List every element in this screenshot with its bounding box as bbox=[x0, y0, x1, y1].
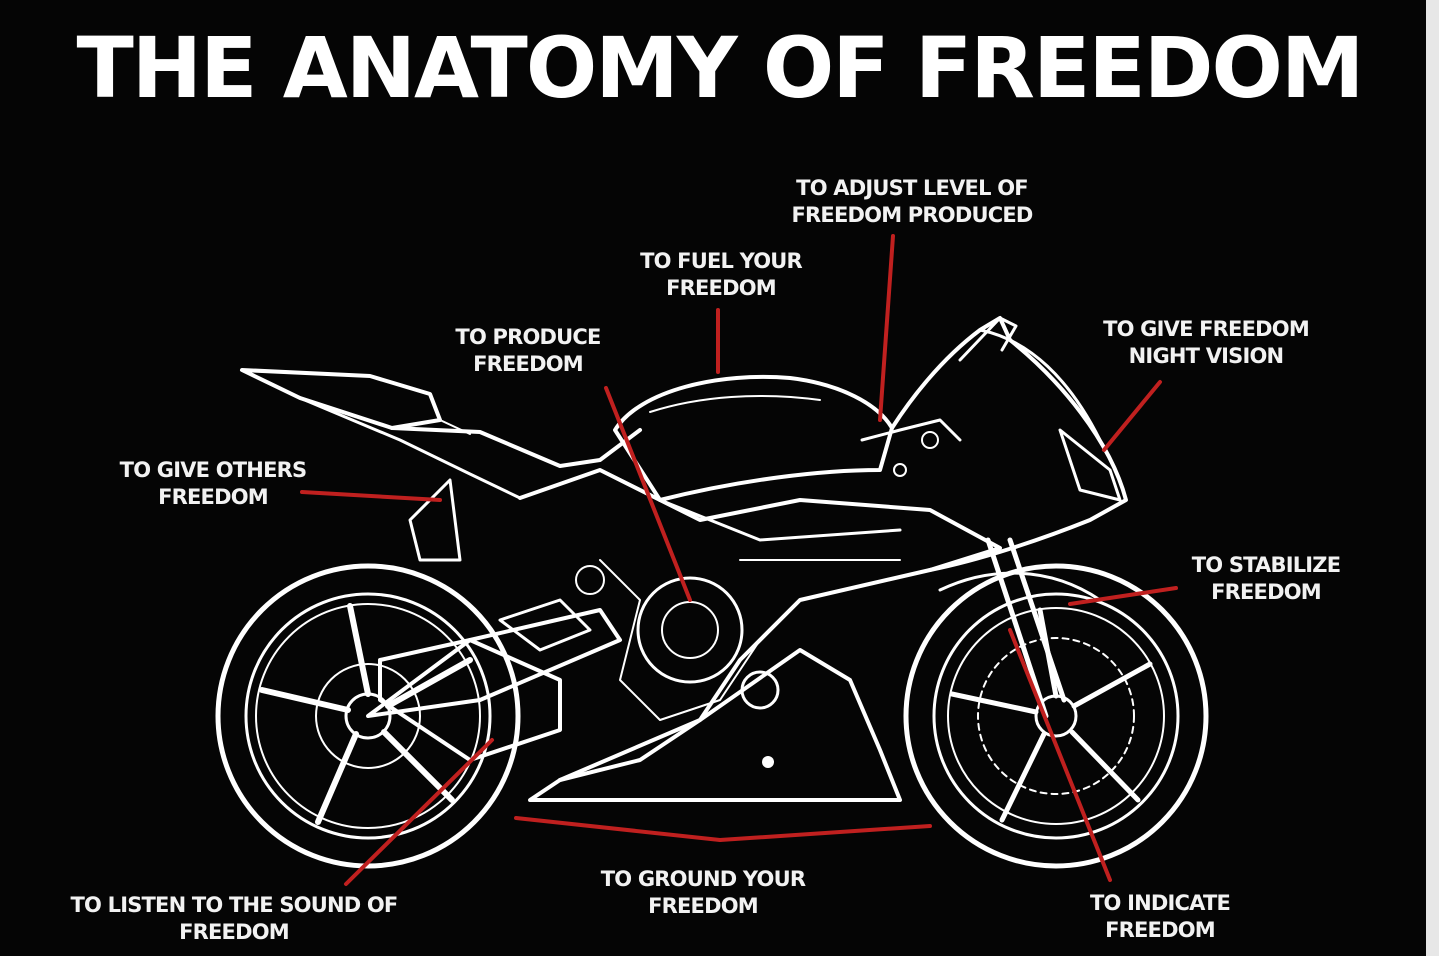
belly-dot bbox=[762, 756, 774, 768]
label-listen: TO LISTEN TO THE SOUND OF FREEDOM bbox=[71, 892, 398, 946]
front-wheel bbox=[906, 566, 1206, 866]
passenger-peg bbox=[410, 480, 460, 560]
engine bbox=[576, 560, 778, 720]
label-produce: TO PRODUCE FREEDOM bbox=[455, 324, 600, 378]
leader-adjust-level bbox=[880, 236, 893, 420]
label-night-vision: TO GIVE FREEDOM NIGHT VISION bbox=[1103, 316, 1309, 370]
handlebar bbox=[862, 420, 960, 440]
label-stabilize: TO STABILIZE FREEDOM bbox=[1192, 552, 1341, 606]
leader-listen bbox=[346, 740, 492, 884]
swingarm bbox=[368, 610, 620, 716]
label-adjust-level: TO ADJUST LEVEL OF FREEDOM PRODUCED bbox=[792, 175, 1033, 229]
seat bbox=[392, 428, 640, 466]
label-indicate: TO INDICATE FREEDOM bbox=[1090, 890, 1230, 944]
leader-night-vision bbox=[1104, 382, 1160, 450]
leader-give-others bbox=[302, 492, 440, 500]
label-fuel: TO FUEL YOUR FREEDOM bbox=[640, 248, 802, 302]
leader-ground-left bbox=[516, 818, 720, 840]
leader-ground-right bbox=[720, 826, 930, 840]
edge-strip bbox=[1426, 0, 1439, 956]
side-fairing bbox=[520, 470, 1000, 780]
page-title: THE ANATOMY OF FREEDOM bbox=[0, 26, 1426, 110]
label-give-others: TO GIVE OTHERS FREEDOM bbox=[120, 457, 307, 511]
label-ground: TO GROUND YOUR FREEDOM bbox=[601, 866, 805, 920]
front-fairing bbox=[892, 318, 1126, 570]
belly-pan bbox=[530, 650, 900, 800]
tail-cowl bbox=[242, 370, 440, 428]
